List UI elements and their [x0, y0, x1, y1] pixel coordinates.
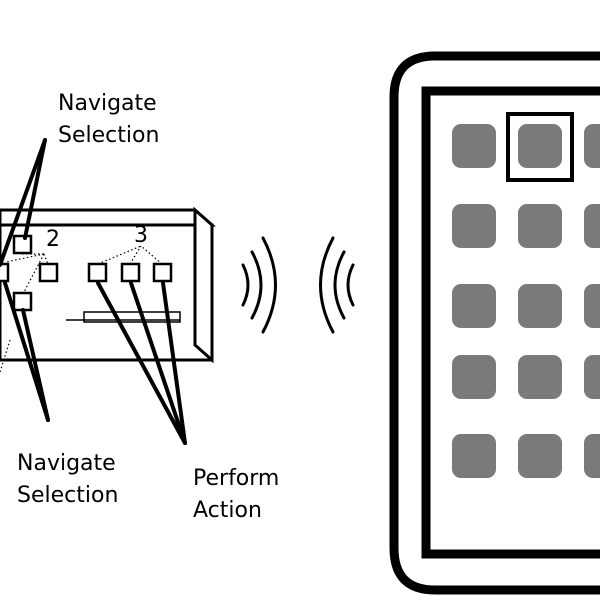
tile-r4-c1[interactable] — [452, 355, 496, 399]
tile-r1-c1[interactable] — [452, 124, 496, 168]
callout-lines — [0, 138, 187, 445]
label-perform-action-line2: Action — [193, 498, 262, 523]
tile-r3-c3[interactable] — [584, 284, 600, 328]
tile-r3-c2[interactable] — [518, 284, 562, 328]
wave-left-inner — [346, 263, 355, 307]
tile-r4-c3[interactable] — [584, 355, 600, 399]
tile-r2-c1[interactable] — [452, 204, 496, 248]
tile-r5-c3[interactable] — [584, 434, 600, 478]
selection-highlight — [506, 112, 574, 182]
group-2-dotted-lines — [0, 253, 49, 373]
display-device — [389, 51, 600, 595]
tile-r2-c3[interactable] — [584, 204, 600, 248]
group-number-2: 2 — [46, 227, 60, 252]
remote-action-button-3[interactable] — [152, 262, 173, 283]
label-navigate-bottom-line2: Selection — [17, 483, 118, 508]
label-perform-action-line1: Perform — [193, 466, 279, 491]
tile-r1-c3[interactable] — [584, 124, 600, 168]
tile-r5-c1[interactable] — [452, 434, 496, 478]
device-outer-frame — [389, 51, 600, 595]
group-number-3: 3 — [134, 223, 148, 248]
wave-left-middle — [333, 250, 346, 320]
tile-r2-c2[interactable] — [518, 204, 562, 248]
label-navigate-top-line1: Navigate — [58, 91, 157, 116]
wave-right-inner — [241, 263, 250, 307]
remote-control: 2 3 — [0, 206, 216, 373]
remote-action-button-2[interactable] — [120, 262, 141, 283]
signal-waves — [241, 236, 355, 334]
label-navigate-bottom-line1: Navigate — [17, 451, 116, 476]
label-navigate-top-line2: Selection — [58, 123, 159, 148]
remote-action-button-1[interactable] — [87, 262, 108, 283]
tile-r4-c2[interactable] — [518, 355, 562, 399]
tile-r5-c2[interactable] — [518, 434, 562, 478]
remote-side-face — [193, 206, 214, 364]
wave-right-middle — [250, 250, 263, 320]
wave-left-outer — [319, 236, 335, 334]
group-3-dotted-lines — [97, 245, 163, 265]
remote-slot — [83, 311, 181, 323]
device-inner-frame — [421, 86, 600, 559]
remote-button-down[interactable] — [12, 291, 33, 312]
remote-button-right[interactable] — [38, 262, 59, 283]
wave-right-outer — [261, 236, 277, 334]
tile-grid — [452, 124, 600, 478]
tile-r3-c1[interactable] — [452, 284, 496, 328]
tile-r1-c2[interactable] — [518, 124, 562, 168]
remote-button-up[interactable] — [12, 234, 33, 255]
